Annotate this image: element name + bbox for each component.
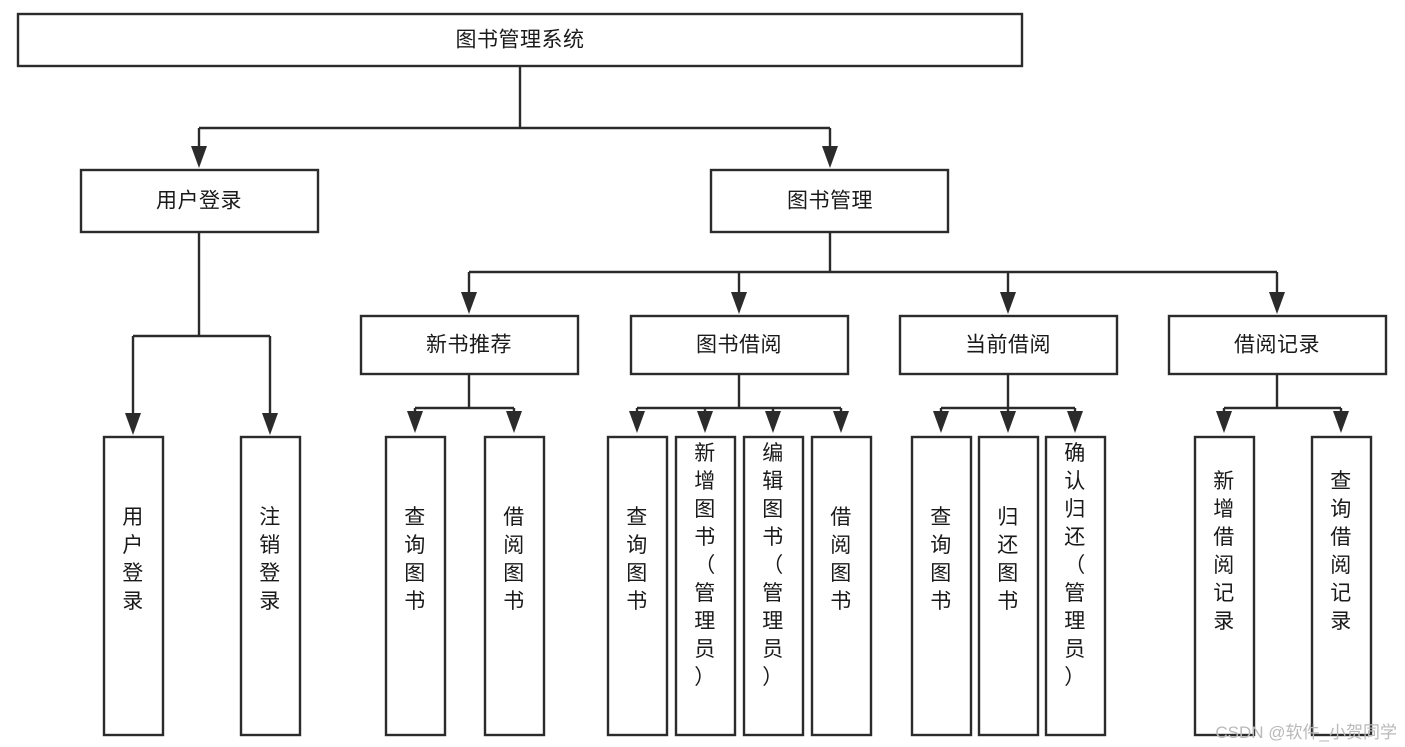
- arrow-icon-currentborrow-leaf-2: [1000, 411, 1016, 433]
- node-leaf-confirm-return[interactable]: 确认归还（管理员）: [1044, 435, 1107, 737]
- node-leaf-return-book-box[interactable]: [977, 435, 1040, 737]
- node-leaf-add-book[interactable]: 新增图书（管理员）: [674, 435, 737, 737]
- arrow-icon-currentborrow-leaf-3: [1067, 411, 1083, 433]
- node-leaf-borrow-book-1-box[interactable]: [483, 435, 546, 737]
- node-leaf-query-book-3-box[interactable]: [910, 435, 973, 737]
- node-leaf-add-book-label: 新增图书（管理员）: [694, 442, 716, 689]
- node-leaf-logout[interactable]: 注销登录: [239, 435, 302, 737]
- node-leaf-borrow-book-2[interactable]: 借阅图书: [810, 435, 873, 737]
- arrow-icon-userlogin-leaf-2: [262, 413, 278, 435]
- node-leaf-query-record[interactable]: 查询借阅记录: [1310, 435, 1373, 737]
- arrow-icon-borrowrecord-leaf-1: [1216, 411, 1232, 433]
- node-leaf-query-record-box[interactable]: [1310, 435, 1373, 737]
- arrow-icon-bookborrow-leaf-4: [833, 411, 849, 433]
- node-leaf-user-login-label: 用户登录: [122, 506, 144, 613]
- node-new-book-rec-label: 新书推荐: [426, 334, 512, 357]
- node-leaf-edit-book-label: 编辑图书（管理员）: [762, 442, 784, 689]
- node-leaf-query-book-2-label: 查询图书: [626, 506, 648, 613]
- arrow-icon-bookborrow-leaf-1: [629, 411, 645, 433]
- connectors-group: [125, 66, 1349, 435]
- node-leaf-query-book-1-label: 查询图书: [404, 506, 426, 613]
- node-leaf-borrow-book-1-label: 借阅图书: [503, 506, 525, 613]
- node-leaf-add-record[interactable]: 新增借阅记录: [1193, 435, 1256, 737]
- csdn-watermark: CSDN @软件_小贺同学: [1215, 723, 1397, 742]
- node-root-label: 图书管理系统: [456, 29, 585, 52]
- node-current-borrow-label: 当前借阅: [965, 334, 1051, 357]
- node-leaf-query-book-1-box[interactable]: [384, 435, 447, 737]
- node-leaf-query-book-1[interactable]: 查询图书: [384, 435, 447, 737]
- node-leaf-logout-box[interactable]: [239, 435, 302, 737]
- arrow-icon-to-currentborrow: [1000, 292, 1016, 314]
- arrow-icon-bookborrow-leaf-3: [765, 411, 781, 433]
- node-borrow-record-box[interactable]: [1167, 314, 1388, 376]
- node-book-borrow-label: 图书借阅: [696, 334, 782, 357]
- node-user-login[interactable]: 用户登录: [79, 168, 320, 234]
- node-leaf-query-book-2[interactable]: 查询图书: [606, 435, 669, 737]
- node-leaf-return-book-label: 归还图书: [997, 506, 1019, 613]
- node-leaf-borrow-book-1[interactable]: 借阅图书: [483, 435, 546, 737]
- node-leaf-edit-book-box[interactable]: [742, 435, 805, 737]
- node-leaf-user-login[interactable]: 用户登录: [102, 435, 165, 737]
- node-leaf-confirm-return-label: 确认归还（管理员）: [1064, 442, 1086, 689]
- node-leaf-borrow-book-2-label: 借阅图书: [830, 506, 852, 613]
- node-current-borrow-box[interactable]: [898, 314, 1119, 376]
- node-leaf-query-record-label: 查询借阅记录: [1330, 470, 1352, 633]
- arrow-icon-newbook-leaf-2: [506, 411, 522, 433]
- arrow-icon-to-newbook: [461, 292, 477, 314]
- node-user-login-box[interactable]: [79, 168, 320, 234]
- node-leaf-add-record-label: 新增借阅记录: [1213, 470, 1235, 633]
- node-leaf-add-record-box[interactable]: [1193, 435, 1256, 737]
- node-book-manage-label: 图书管理: [787, 190, 873, 213]
- node-book-borrow[interactable]: 图书借阅: [629, 314, 850, 376]
- arrow-icon-to-user-login: [191, 146, 207, 168]
- node-book-manage-box[interactable]: [709, 168, 950, 234]
- node-current-borrow[interactable]: 当前借阅: [898, 314, 1119, 376]
- arrow-icon-newbook-leaf-1: [407, 411, 423, 433]
- node-leaf-add-book-box[interactable]: [674, 435, 737, 737]
- node-root-box[interactable]: [16, 12, 1024, 68]
- arrow-icon-userlogin-leaf-1: [125, 413, 141, 435]
- arrow-icon-currentborrow-leaf-1: [933, 411, 949, 433]
- arrow-icon-to-bookborrow: [731, 292, 747, 314]
- node-new-book-rec-box[interactable]: [359, 314, 580, 376]
- node-leaf-query-book-3[interactable]: 查询图书: [910, 435, 973, 737]
- node-borrow-record-label: 借阅记录: [1234, 334, 1320, 357]
- node-new-book-rec[interactable]: 新书推荐: [359, 314, 580, 376]
- node-book-borrow-box[interactable]: [629, 314, 850, 376]
- node-root[interactable]: 图书管理系统: [16, 12, 1024, 68]
- node-leaf-query-book-3-label: 查询图书: [930, 506, 952, 613]
- node-borrow-record[interactable]: 借阅记录: [1167, 314, 1388, 376]
- arrow-icon-to-borrowrecord: [1269, 292, 1285, 314]
- arrow-icon-bookborrow-leaf-2: [697, 411, 713, 433]
- node-leaf-edit-book[interactable]: 编辑图书（管理员）: [742, 435, 805, 737]
- node-leaf-return-book[interactable]: 归还图书: [977, 435, 1040, 737]
- node-book-manage[interactable]: 图书管理: [709, 168, 950, 234]
- node-leaf-confirm-return-box[interactable]: [1044, 435, 1107, 737]
- arrow-icon-borrowrecord-leaf-2: [1333, 411, 1349, 433]
- node-leaf-user-login-box[interactable]: [102, 435, 165, 737]
- node-user-login-label: 用户登录: [156, 190, 242, 213]
- node-leaf-logout-label: 注销登录: [259, 506, 281, 613]
- arrow-icon-to-book-manage: [822, 146, 838, 168]
- node-leaf-borrow-book-2-box[interactable]: [810, 435, 873, 737]
- node-leaf-query-book-2-box[interactable]: [606, 435, 669, 737]
